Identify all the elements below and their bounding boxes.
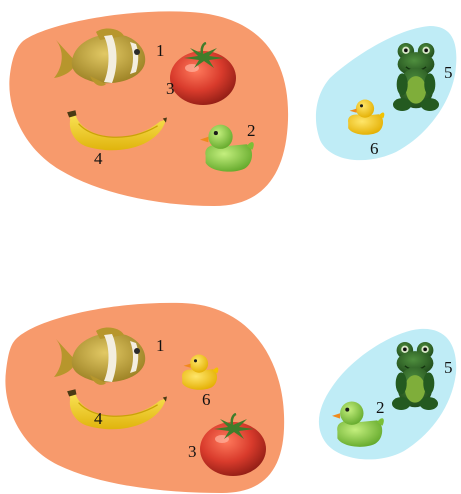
fish-label: 1 bbox=[156, 337, 165, 354]
frog-label: 5 bbox=[444, 359, 453, 376]
scene-top: 1 2 3 4 5 6 bbox=[0, 0, 461, 247]
yellow-duck-label: 6 bbox=[370, 140, 379, 157]
frog-label: 5 bbox=[444, 64, 453, 81]
scene-bottom: 1 2 3 4 5 6 bbox=[0, 247, 461, 494]
tomato-label: 3 bbox=[166, 80, 175, 97]
banana-label: 4 bbox=[94, 410, 103, 427]
scene-top-canvas bbox=[0, 0, 461, 247]
left-group-blob bbox=[9, 11, 288, 206]
fish-label: 1 bbox=[156, 42, 165, 59]
green-duck-label: 2 bbox=[247, 122, 256, 139]
scene-bottom-canvas bbox=[0, 247, 461, 494]
green-duck-label: 2 bbox=[376, 399, 385, 416]
right-group-blob bbox=[316, 26, 456, 160]
frog-icon bbox=[393, 43, 439, 111]
yellow-duck-label: 6 bbox=[202, 391, 211, 408]
banana-label: 4 bbox=[94, 150, 103, 167]
tomato-label: 3 bbox=[188, 443, 197, 460]
frog-icon bbox=[392, 342, 438, 410]
